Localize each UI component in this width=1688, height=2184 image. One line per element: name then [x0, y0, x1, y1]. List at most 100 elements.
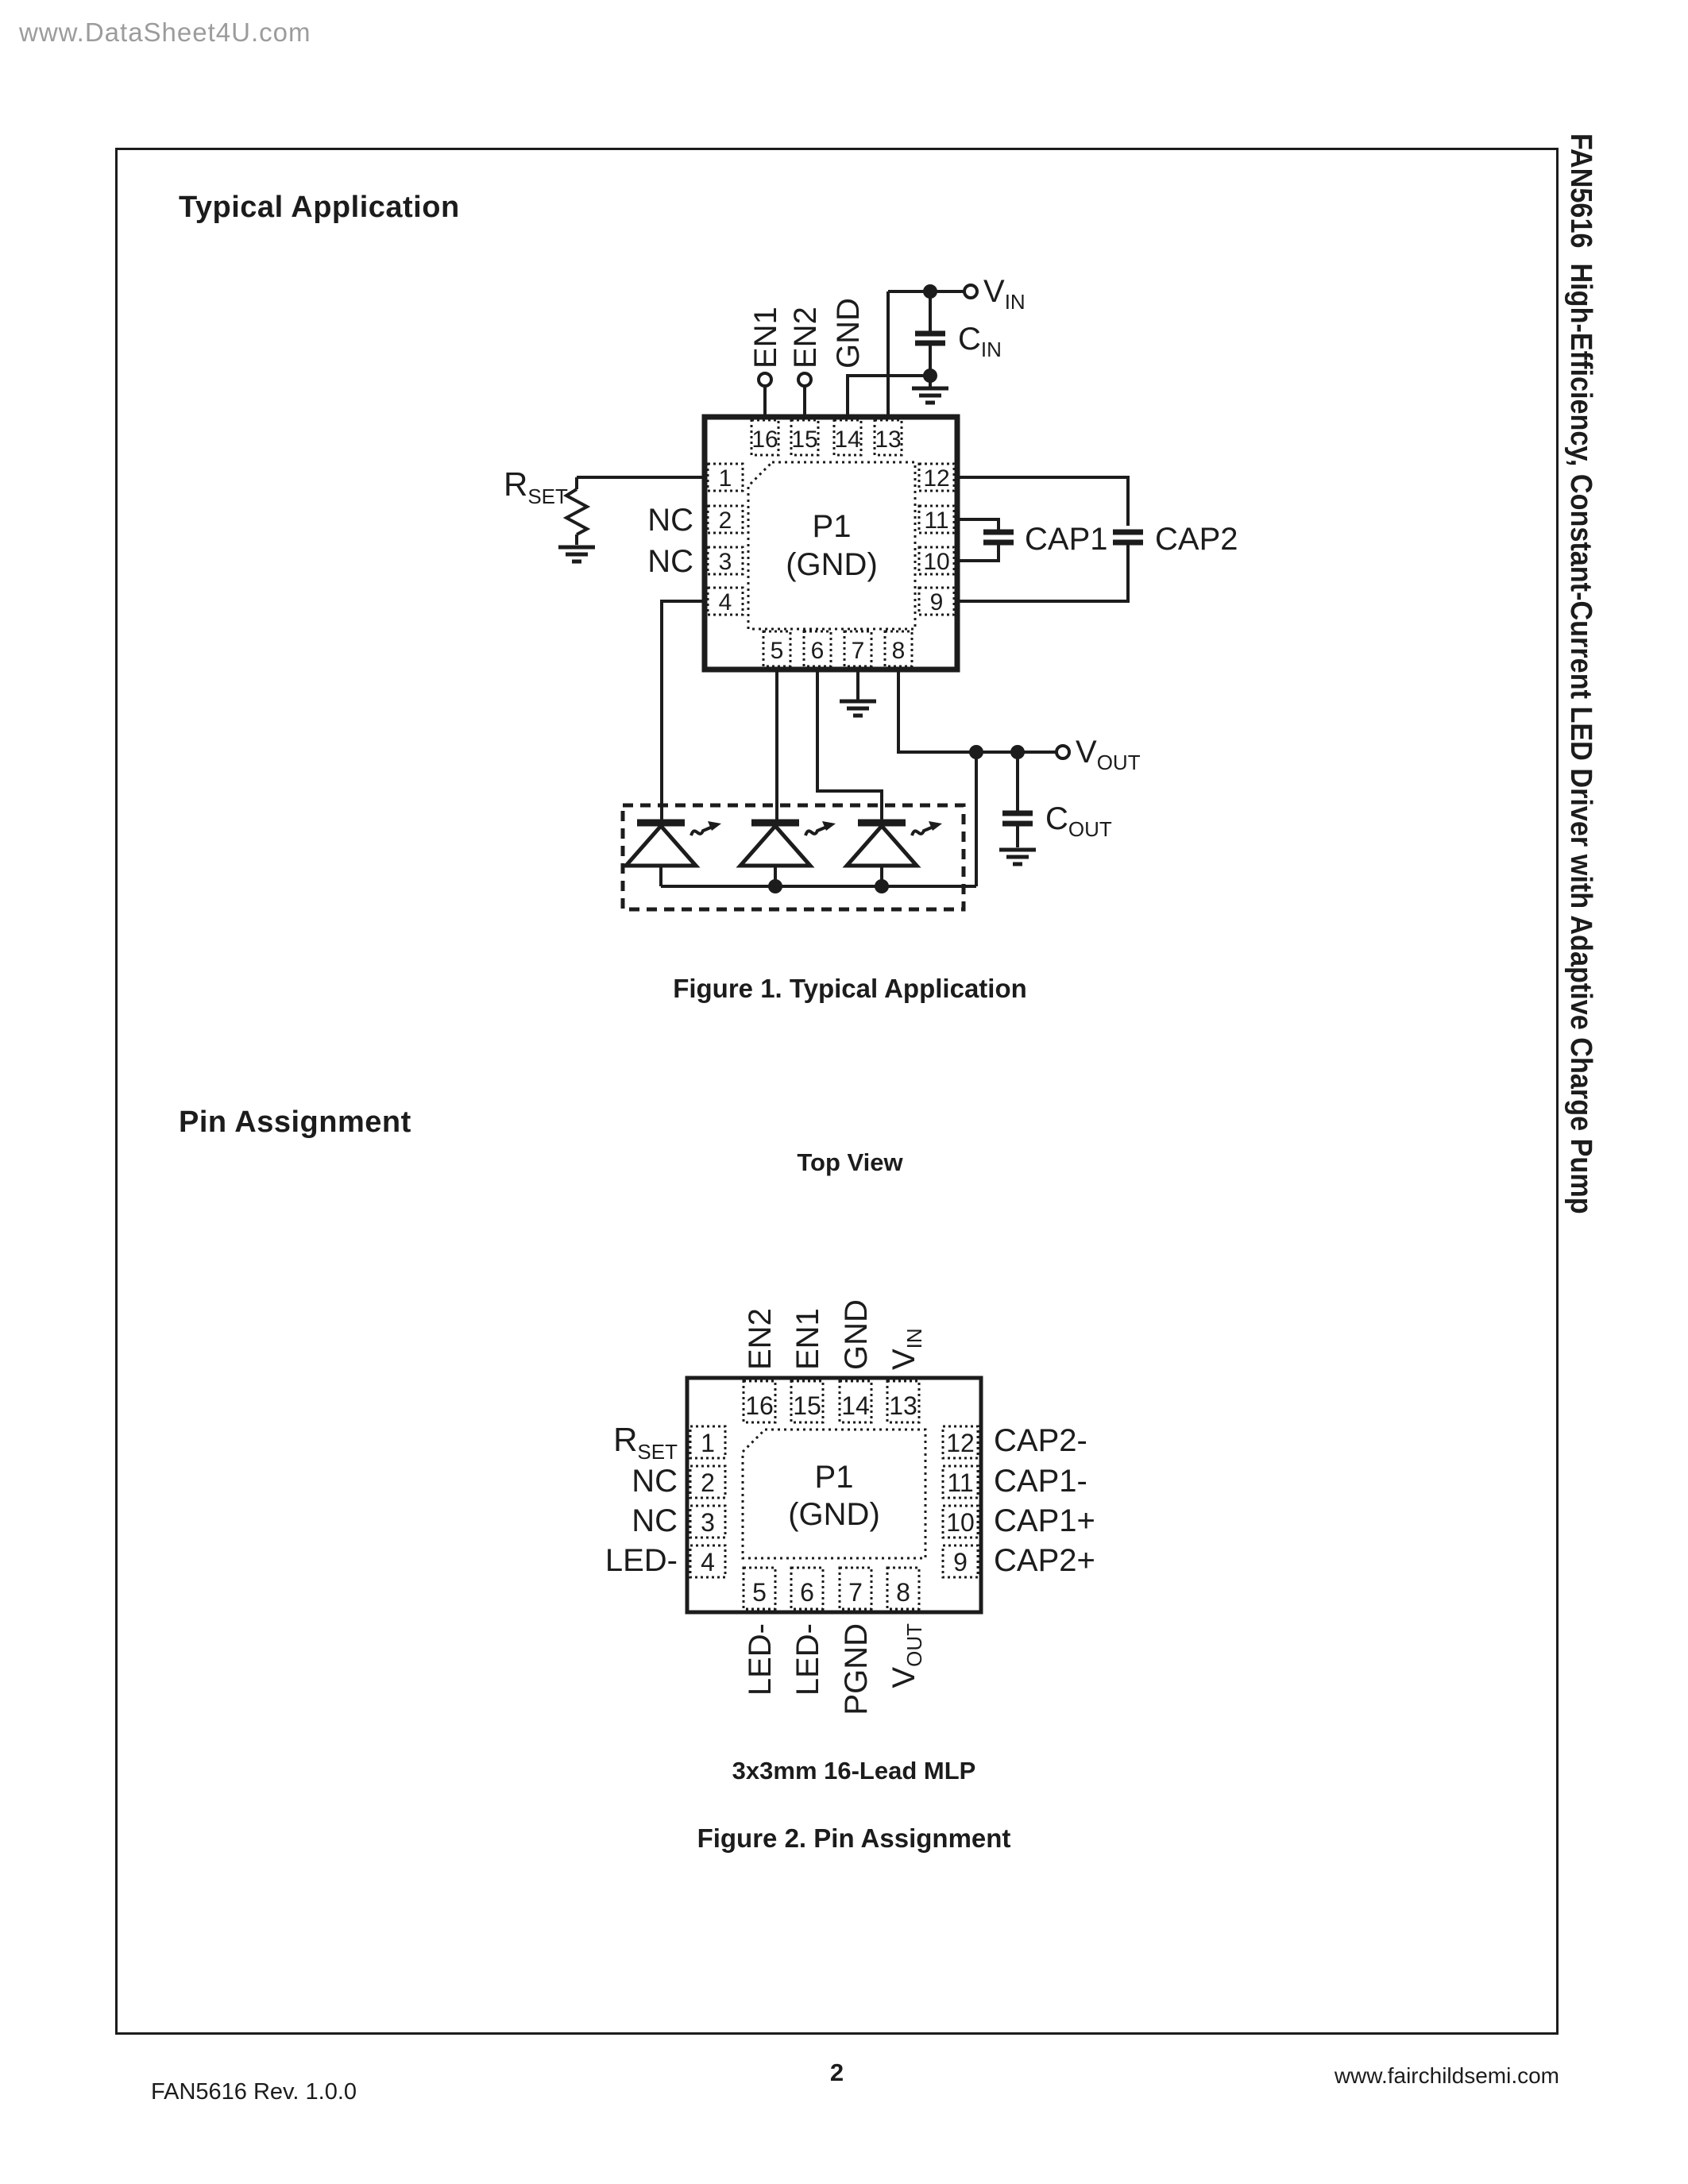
ic-left-pins: 1 2 3 4	[706, 462, 744, 616]
fig1-nc-label: NC	[647, 544, 693, 579]
pin-box-10	[941, 1504, 979, 1539]
pin-number: 16	[745, 1391, 774, 1420]
pin-box-5	[762, 630, 792, 668]
pin-number: 12	[946, 1429, 975, 1457]
fig2-vin-label: VIN	[886, 1328, 926, 1370]
fig2-cap1-plus-label: CAP1+	[994, 1503, 1095, 1538]
pin-number: 15	[791, 426, 817, 453]
fig1-en2-label: EN2	[788, 307, 823, 369]
fig1-vin-label: VIN	[983, 274, 1026, 314]
cin-capacitor-icon	[915, 330, 945, 346]
pin-box-13	[886, 1379, 921, 1424]
figure1-schematic: 16 15 14 13 1 2 3 4 12 11 10 9	[504, 274, 1238, 912]
led-block-outline	[620, 803, 966, 912]
figure2-caption: Figure 2. Pin Assignment	[697, 1823, 1011, 1853]
pin-box-12	[917, 462, 956, 492]
pin-box-9	[941, 1544, 979, 1579]
top-view-label: Top View	[797, 1148, 903, 1176]
fig2-vout-label: VOUT	[886, 1623, 926, 1688]
pin-box-6	[802, 630, 832, 668]
pin-number: 3	[701, 1508, 715, 1537]
pin-number: 4	[701, 1548, 715, 1576]
pin-box-15	[790, 1379, 825, 1424]
watermark-text: www.DataSheet4U.com	[19, 17, 311, 47]
fig1-nc-label: NC	[647, 503, 693, 538]
pin-number: 16	[751, 426, 778, 453]
pin-box-8	[883, 630, 914, 668]
pin-box-1	[706, 462, 744, 492]
pin-number: 11	[947, 1468, 973, 1497]
fig1-rset-label: RSET	[504, 465, 568, 508]
pin-box-9	[917, 586, 956, 616]
ic-bottom-pins: 5 6 7 8	[762, 630, 914, 668]
pin-number: 7	[848, 1578, 863, 1607]
pin-number: 2	[719, 507, 732, 534]
ic-outline	[685, 1376, 983, 1615]
fig1-en1-label: EN1	[748, 307, 783, 369]
ic-right-pins: 12 11 10 9	[941, 1425, 979, 1579]
ic-bottom-pins: 5 6 7 8	[742, 1566, 921, 1611]
pin-number: 14	[841, 1391, 870, 1420]
footer-website: www.fairchildsemi.com	[1334, 2063, 1559, 2088]
pin-number: 10	[946, 1508, 975, 1537]
pin-number: 6	[800, 1578, 814, 1607]
pin-number: 5	[771, 638, 784, 664]
fig2-en1-label: EN1	[790, 1308, 825, 1370]
pin-box-16	[750, 419, 780, 457]
cap1-capacitor-icon	[983, 529, 1014, 546]
vin-terminal-icon	[963, 284, 979, 299]
fig2-rset-label: RSET	[613, 1421, 678, 1464]
pin-box-7	[843, 630, 873, 668]
fig2-gnd-label: GND	[839, 1299, 874, 1370]
pin-number: 5	[752, 1578, 767, 1607]
pin-number: 6	[811, 638, 825, 664]
ic-left-pins: 1 2 3 4	[689, 1425, 727, 1579]
fig1-cap2-label: CAP2	[1155, 522, 1238, 557]
pin-number: 11	[924, 507, 948, 534]
ic-pad-label: (GND)	[788, 1497, 880, 1532]
pin-box-15	[790, 419, 820, 457]
page-border	[115, 148, 1559, 2035]
fig2-led-minus-label: LED-	[743, 1623, 778, 1696]
en1-terminal-icon	[757, 372, 773, 388]
cout-capacitor-icon	[1002, 810, 1033, 827]
ic-pad-label: P1	[813, 509, 852, 544]
fig1-cout-label: COUT	[1045, 801, 1112, 841]
pin-number: 9	[930, 589, 944, 615]
pin-box-16	[742, 1379, 777, 1424]
ic-top-pins: 16 15 14 13	[742, 1379, 921, 1424]
pin-box-5	[742, 1566, 777, 1611]
pin-box-4	[706, 586, 744, 616]
ground-icon	[999, 847, 1036, 866]
fig2-led-minus-label: LED-	[605, 1543, 678, 1578]
footer-revision: FAN5616 Rev. 1.0.0	[151, 2079, 357, 2105]
fig1-cin-label: CIN	[958, 322, 1002, 361]
ic-right-pins: 12 11 10 9	[917, 462, 956, 616]
pin-box-12	[941, 1425, 979, 1460]
fig1-gnd-label: GND	[831, 298, 866, 369]
fig2-cap2-minus-label: CAP2-	[994, 1423, 1087, 1458]
pin-box-14	[838, 1379, 873, 1424]
fig1-cap1-label: CAP1	[1025, 522, 1108, 557]
fig2-led-minus-label: LED-	[790, 1623, 825, 1696]
pin-number: 10	[923, 549, 949, 575]
ground-icon	[840, 699, 876, 718]
led-icon	[842, 819, 942, 886]
pin-number: 13	[875, 426, 901, 453]
section-heading-typical-application: Typical Application	[179, 191, 460, 224]
pin-box-14	[832, 419, 863, 457]
fig2-cap1-minus-label: CAP1-	[994, 1464, 1087, 1499]
pin-box-3	[706, 546, 744, 576]
fig2-nc-label: NC	[632, 1464, 678, 1499]
pin-number: 1	[701, 1429, 715, 1457]
ic-pad-label: (GND)	[786, 547, 878, 582]
pin-box-13	[873, 419, 903, 457]
pin-number: 3	[719, 549, 732, 575]
pin-box-7	[838, 1566, 873, 1611]
fig2-cap2-plus-label: CAP2+	[994, 1543, 1095, 1578]
ic-pad-label: P1	[815, 1460, 854, 1495]
figure2-pin-assignment: 16 15 14 13 1 2 3 4 12 11 10 9	[605, 1299, 1095, 1715]
fig2-en2-label: EN2	[743, 1308, 778, 1370]
fig2-pgnd-label: PGND	[839, 1623, 874, 1715]
pin-box-10	[917, 546, 956, 576]
